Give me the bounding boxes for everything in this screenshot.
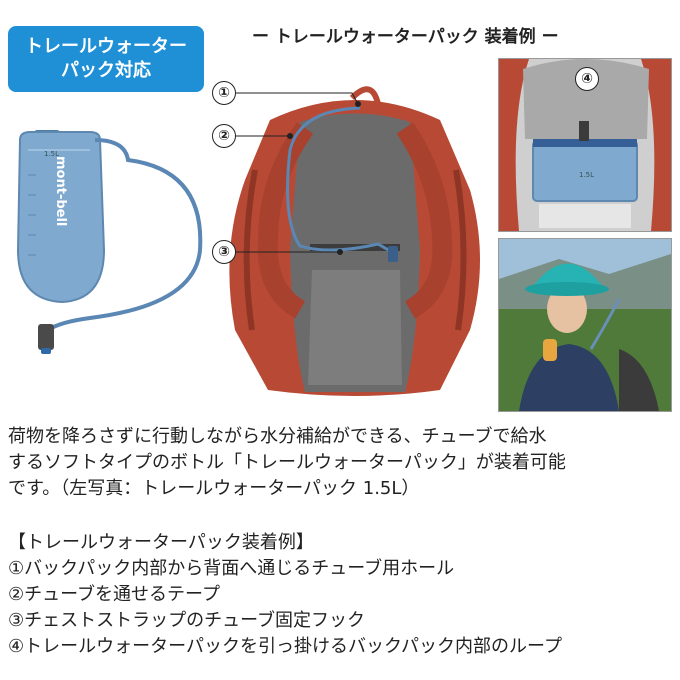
section-heading: ー トレールウォーターパック 装着例 ー xyxy=(252,27,559,47)
callout-1: ① xyxy=(212,81,236,105)
description-line-2: するソフトタイプのボトル「トレールウォーターパック」が装着可能 xyxy=(8,452,566,473)
water-bladder-image xyxy=(16,130,203,354)
description-line-3: です。（左写真：トレールウォーターパック 1.5L） xyxy=(8,478,420,499)
description-text: 荷物を降ろさずに行動しながら水分補給ができる、チューブで給水 するソフトタイプの… xyxy=(8,424,674,502)
bottle-brand-label: mont-bell xyxy=(53,156,68,227)
callout-4: ④ xyxy=(575,67,599,91)
list-item-1: ①バックパック内部から背面へ通じるチューブ用ホール xyxy=(8,558,455,579)
bottle-size-label: 1.5L xyxy=(44,150,60,158)
backpack-image xyxy=(229,86,480,396)
hiker-image xyxy=(499,239,671,411)
callout-2: ② xyxy=(212,124,236,148)
list-item-2: ②チューブを通せるテープ xyxy=(8,584,220,605)
description-line-1: 荷物を降ろさずに行動しながら水分補給ができる、チューブで給水 xyxy=(8,426,547,447)
product-illustration xyxy=(16,86,589,396)
list-item-4: ④トレールウォーターパックを引っ掛けるバックパック内部のループ xyxy=(8,636,562,657)
list-item-3: ③チェストストラップのチューブ固定フック xyxy=(8,610,366,631)
compatibility-badge: トレールウォーター パック対応 xyxy=(8,26,204,92)
inside-bottle-size-label: 1.5L xyxy=(579,171,595,179)
badge-line-1: トレールウォーター xyxy=(25,36,187,57)
callout-3: ③ xyxy=(212,240,236,264)
list-title: 【トレールウォーターパック装着例】 xyxy=(8,532,314,553)
badge-line-2: パック対応 xyxy=(61,60,151,81)
attachment-example-list: 【トレールウォーターパック装着例】 ①バックパック内部から背面へ通じるチューブ用… xyxy=(8,530,678,660)
hiker-photo xyxy=(498,238,672,412)
